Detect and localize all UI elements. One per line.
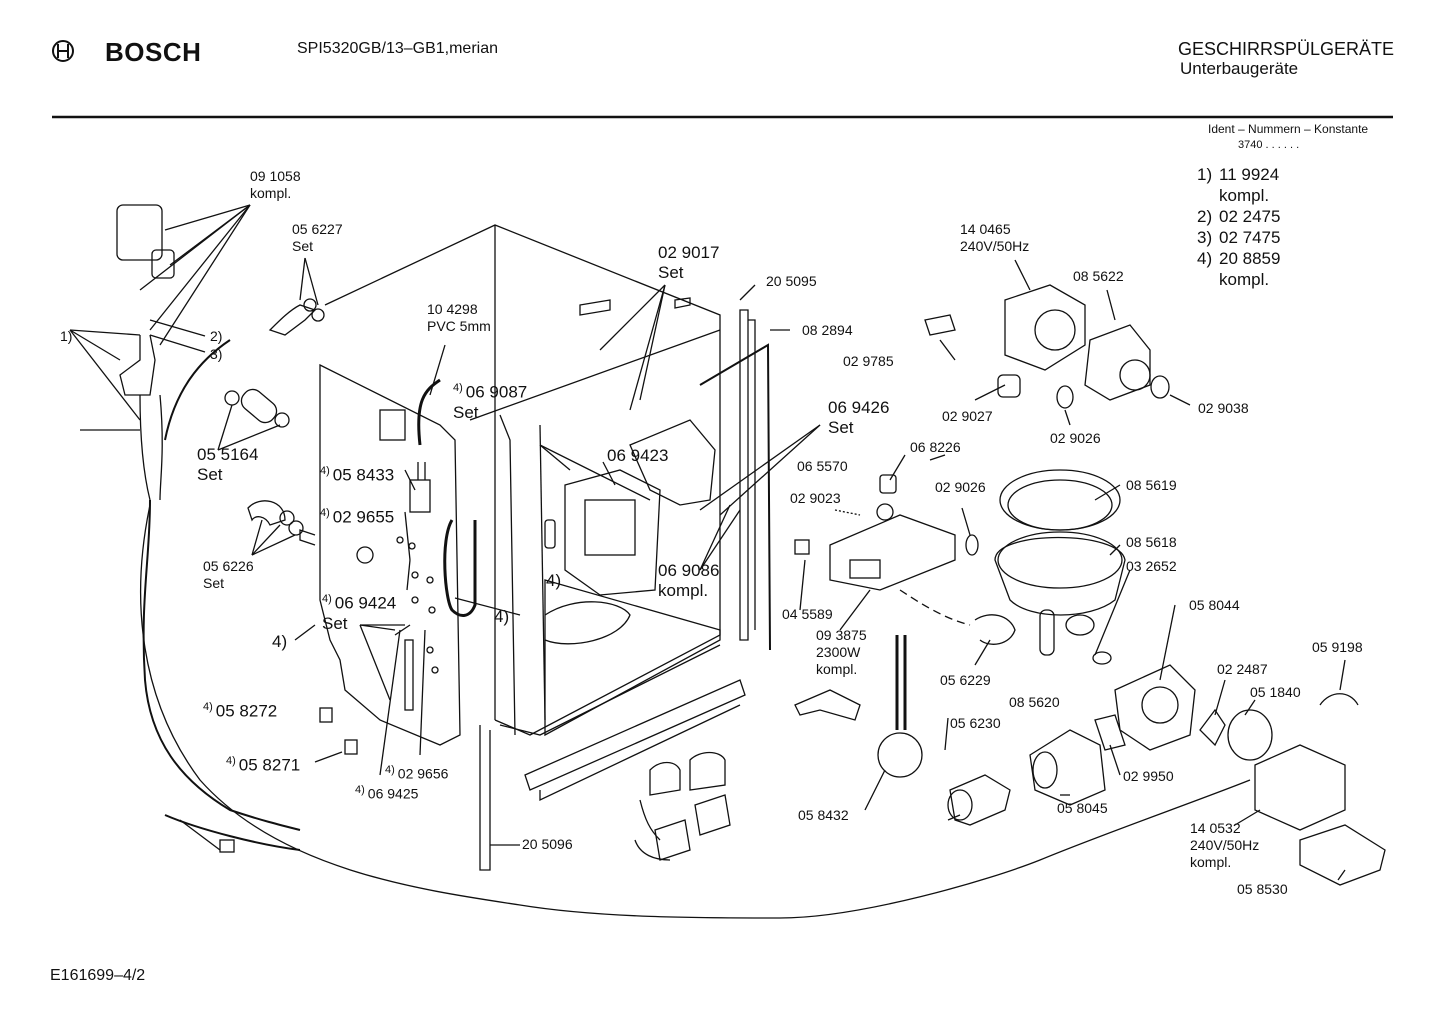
part-label: 02 9785 — [843, 353, 894, 369]
part-label: 20 5096 — [522, 836, 573, 852]
part-label: 4)05 8271 — [226, 755, 301, 775]
heater-assembly — [794, 474, 971, 626]
part-label: 05 8530 — [1237, 881, 1288, 897]
brand-name: BOSCH — [105, 37, 202, 67]
part-label: 06 9423 — [607, 446, 669, 465]
legend-item: 2)02 2475 — [1197, 207, 1281, 226]
side-panel — [299, 363, 461, 746]
part-label: 05 1840 — [1250, 684, 1301, 700]
part-label: 08 5618 — [1126, 534, 1177, 550]
part-label: 4)02 9656 — [385, 764, 449, 782]
water-inlet-valve — [69, 204, 175, 501]
wiring-harness — [634, 751, 731, 861]
part-label: 05 6229 — [940, 672, 991, 688]
part-label: 05 8045 — [1057, 800, 1108, 816]
drain-pump — [947, 664, 1386, 886]
product-subcategory: Unterbaugeräte — [1180, 59, 1299, 78]
sump-assembly — [994, 469, 1126, 656]
part-label: 05 8432 — [798, 807, 849, 823]
part-label: 06 5570 — [797, 458, 848, 474]
part-label: 05 9198 — [1312, 639, 1363, 655]
part-label: 08 2894 — [802, 322, 853, 338]
hose-clamps-056227 — [268, 257, 325, 336]
part-label: 02 9950 — [1123, 768, 1174, 784]
tube-082894 — [699, 343, 771, 651]
connector-058271 — [344, 739, 358, 755]
hose-clamps-056226 — [247, 500, 304, 556]
part-label: 08 5619 — [1126, 477, 1177, 493]
hose-056229 — [974, 614, 1016, 645]
part-label: 06 8226 — [910, 439, 961, 455]
part-label: 4)06 9425 — [355, 784, 419, 802]
hose-clamps-055164 — [217, 388, 290, 451]
detergent-dispenser — [564, 419, 716, 596]
callout-1: 1) — [60, 328, 73, 344]
product-category: GESCHIRRSPÜLGERÄTE — [1178, 39, 1395, 59]
door-seal-loop — [443, 519, 477, 617]
ident-constant: 3740 . . . . . . — [1238, 139, 1300, 151]
bosch-logo-icon — [52, 40, 74, 62]
ident-label: Ident – Nummern – Konstante — [1208, 122, 1369, 136]
callout-4: 4) — [272, 632, 288, 651]
callout-4: 4) — [494, 607, 510, 626]
drawing-id: E161699–4/2 — [50, 967, 146, 984]
part-label: 02 9026 — [935, 479, 986, 495]
legend-item: 1)11 9924 — [1197, 165, 1280, 184]
part-label: 02 9038 — [1198, 400, 1249, 416]
assembly-boundary-line — [140, 504, 1251, 919]
part-label: 4)05 8433 — [320, 465, 395, 485]
part-label: 03 2652 — [1126, 558, 1177, 574]
legend-item: 3)02 7475 — [1197, 228, 1281, 247]
part-label: 05 6230 — [950, 715, 1001, 731]
legend-item: 4)20 8859 — [1197, 249, 1281, 268]
connector-058272 — [319, 707, 333, 723]
legend-item: kompl. — [1219, 186, 1270, 205]
legend-list: 1)11 9924 kompl. 2)02 2475 3)02 7475 4)2… — [1197, 164, 1280, 290]
part-label: 02 9023 — [790, 490, 841, 506]
part-label: 4)02 9655 — [320, 507, 395, 527]
legend-item: kompl. — [1219, 270, 1270, 289]
part-label: 02 9027 — [942, 408, 993, 424]
inlet-hose — [142, 499, 301, 831]
pressure-switch — [794, 635, 923, 778]
drain-hose-piece — [164, 339, 231, 441]
pvc-tube — [417, 378, 441, 446]
circulation-pump — [924, 284, 1170, 409]
tub-frame — [324, 224, 721, 737]
model-number: SPI5320GB/13–GB1,merian — [297, 40, 499, 57]
part-label: 4)05 8272 — [203, 701, 278, 721]
callout-3: 3) — [210, 346, 223, 362]
part-label: 08 5622 — [1073, 268, 1124, 284]
part-label: 08 5620 — [1009, 694, 1060, 710]
part-label: 05 8044 — [1189, 597, 1240, 613]
part-label: 02 9026 — [1050, 430, 1101, 446]
cable-plug — [219, 839, 235, 853]
callout-4: 4) — [546, 571, 562, 590]
part-label: 20 5095 — [766, 273, 817, 289]
part-label: 04 5589 — [782, 606, 833, 622]
front-rails — [479, 309, 756, 871]
part-label: 02 2487 — [1217, 661, 1268, 677]
callout-2: 2) — [210, 328, 223, 344]
